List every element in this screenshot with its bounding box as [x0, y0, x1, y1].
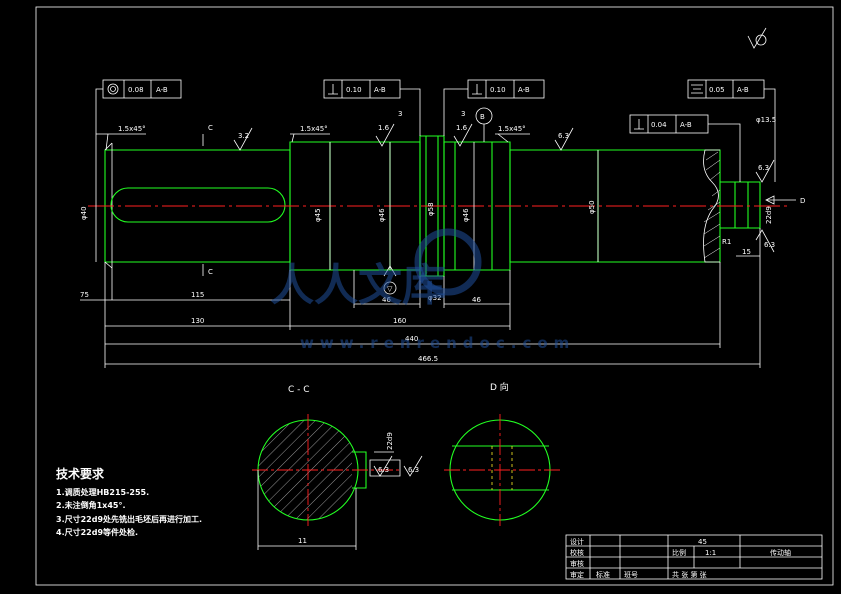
shaft-main-view	[88, 135, 790, 277]
tb-row6: 班号	[624, 570, 638, 579]
dim-3b: 3	[461, 110, 465, 118]
tb-scale-label: 比例	[672, 548, 686, 557]
gdt-perp-keyway: 0.04 A-B	[629, 114, 741, 182]
dim-keyway-c: 22d9	[386, 432, 394, 450]
section-c-markers: C C	[202, 124, 213, 276]
watermark-url: www.renrendoc.com	[300, 334, 575, 352]
length-dims: 75 115 46 46 130 160 440 466.5 15 3 3	[80, 110, 761, 368]
section-c-c: C - C 11 22d9 6.3 6.3	[252, 385, 423, 550]
dim-46b: 46	[472, 296, 481, 304]
dim-46a: 46	[382, 296, 391, 304]
view-d: D 向	[444, 381, 560, 526]
watermark: 人人文库 www.renrendoc.com	[270, 228, 575, 352]
gdt-symmetry-datum: A-B	[737, 86, 749, 94]
dim-440: 440	[405, 335, 418, 343]
dim-160: 160	[393, 317, 406, 325]
roughness-2: 1.6	[378, 124, 390, 132]
dim-phi40: φ40	[80, 206, 88, 220]
watermark-brand: 人人文库	[270, 260, 446, 311]
roughness-symbols: 3.2 1.6 1.6 6.3 6.3 6.3 ▽	[233, 123, 775, 295]
tech-req-item-4: 4.尺寸22d9等件处检.	[56, 527, 138, 537]
dim-4665: 466.5	[418, 355, 438, 363]
tb-row4: 审定	[570, 570, 584, 579]
view-title: D 向	[490, 381, 509, 393]
view-d-arrow: D	[765, 195, 805, 205]
gdt-symmetry: 0.05 A-B	[687, 79, 776, 182]
tb-row1: 设计	[570, 537, 584, 546]
dim-r1: R1	[722, 238, 731, 246]
roughness-section-2: 6.3	[408, 466, 419, 474]
roughness-5: 6.3	[758, 164, 769, 172]
dim-75: 75	[80, 291, 89, 299]
general-roughness-symbol	[747, 27, 767, 49]
title-block: 设计 校核 审核 审定 班号 标准 45 比例 1:1 传动轴 共 张 第 张	[565, 534, 823, 580]
tech-req-item-1: 1.调质处理HB215-255.	[56, 487, 149, 497]
dim-phi50: φ50	[588, 200, 596, 214]
dim-phi45: φ45	[314, 208, 322, 222]
gdt-concentricity-value: 0.08	[128, 86, 144, 94]
dim-keyway-c-depth: 11	[298, 537, 307, 545]
tb-part-name: 传动轴	[770, 548, 791, 557]
tb-row3: 审核	[570, 559, 584, 568]
chamfer-labels: 1.5x45° 1.5x45° 1.5x45°	[96, 125, 530, 151]
view-d-label: D	[800, 197, 805, 205]
dim-phi32: φ32	[428, 294, 442, 302]
dim-115: 115	[191, 291, 204, 299]
tb-row5: 标准	[596, 570, 610, 579]
dim-15: 15	[742, 248, 751, 256]
gdt-perp-left-value: 0.10	[346, 86, 362, 94]
roughness-3: 1.6	[456, 124, 468, 132]
dim-phi46b: φ46	[462, 208, 470, 222]
datum-b-marker: B	[475, 107, 493, 142]
gdt-perp-keyway-datum: A-B	[680, 121, 692, 129]
tb-material: 45	[698, 538, 707, 546]
tb-row2: 校核	[570, 548, 584, 557]
chamfer-2: 1.5x45°	[300, 125, 328, 133]
gdt-symmetry-value: 0.05	[709, 86, 725, 94]
gdt-perp-right-datum: A-B	[518, 86, 530, 94]
dim-3a: 3	[398, 110, 402, 118]
dim-130: 130	[191, 317, 204, 325]
drawing-border	[35, 6, 834, 586]
gdt-concentricity-datum: A-B	[156, 86, 168, 94]
dim-keyway-d: 22d9	[765, 206, 773, 224]
gdt-perp-keyway-value: 0.04	[651, 121, 667, 129]
tech-req-item-3: 3.尺寸22d9处先铣出毛坯后再进行加工.	[56, 514, 202, 524]
dim-phi46: φ46	[378, 208, 386, 222]
section-title: C - C	[288, 385, 310, 395]
chamfer-3: 1.5x45°	[498, 125, 526, 133]
roughness-section: 6.3	[378, 466, 389, 474]
tb-scale-value: 1:1	[705, 549, 716, 557]
roughness-4: 6.3	[558, 132, 569, 140]
chamfer-1: 1.5x45°	[118, 125, 146, 133]
gdt-concentricity: 0.08 A-B	[95, 79, 182, 150]
technical-requirements: 技术要求 1.调质处理HB215-255. 2.未注倒角1x45°. 3.尺寸2…	[56, 466, 202, 537]
gdt-perp-right: 0.10 A-B	[443, 79, 545, 136]
datum-b-label: B	[480, 113, 485, 121]
section-c-top: C	[208, 124, 213, 132]
dim-phi58: φ58	[427, 202, 435, 216]
dim-phi135: φ13.5	[756, 116, 776, 124]
gdt-perp-right-value: 0.10	[490, 86, 506, 94]
gdt-perp-left: 0.10 A-B	[323, 79, 421, 136]
tech-req-item-2: 2.未注倒角1x45°.	[56, 500, 126, 510]
roughness-7: ▽	[387, 285, 393, 293]
gdt-perp-left-datum: A-B	[374, 86, 386, 94]
tb-sheet: 共 张 第 张	[672, 570, 707, 579]
tech-req-title: 技术要求	[56, 466, 105, 481]
roughness-6: 6.3	[764, 241, 775, 249]
roughness-1: 3.2	[238, 132, 249, 140]
section-c-bottom: C	[208, 268, 213, 276]
